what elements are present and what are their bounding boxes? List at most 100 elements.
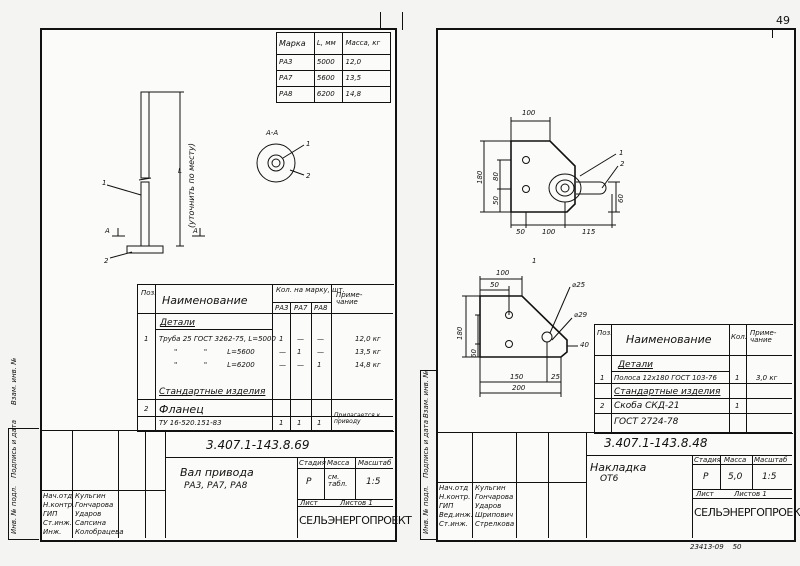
dim: 180	[456, 326, 464, 340]
signer: Гончарова	[75, 501, 114, 509]
section-mark: 1	[532, 257, 537, 265]
spec-qty: 1	[317, 419, 322, 427]
dim: ⌀25	[572, 281, 586, 289]
right-title-block	[436, 432, 792, 539]
dim: 80	[492, 172, 500, 181]
spec-name: Скоба СКД-21	[614, 401, 680, 411]
spec-note: Прилагается к приводу	[334, 412, 381, 425]
crop-mark	[402, 12, 403, 30]
right-sidebar-stamp	[420, 370, 437, 540]
spec-qty: —	[297, 361, 304, 369]
spec-header-name: Наименование	[162, 294, 248, 307]
spec-pos: 1	[600, 374, 605, 382]
spec-section-details: Детали	[160, 318, 195, 328]
spec-qty: —	[279, 361, 286, 369]
listov-label: Листов 1	[734, 490, 767, 498]
spec-note: 14,8 кг	[355, 361, 381, 369]
marks-cell: 14,8	[342, 86, 391, 103]
masshtab-label: Масштаб	[754, 456, 788, 464]
role: Вед.инж.	[439, 511, 473, 519]
signer: Кульгин	[75, 492, 106, 500]
spec-name: " " L=5600	[174, 348, 255, 356]
spec-name: Труба 25 ГОСТ 3262-75, L=5000	[159, 335, 276, 343]
spec-name: " " L=6200	[174, 361, 255, 369]
left-drawing-sheet	[40, 28, 397, 542]
dim: 50	[490, 281, 499, 289]
signer: Шрипович	[475, 511, 514, 519]
spec-header-mark: РА3	[275, 304, 289, 312]
stadia-value: Р	[703, 472, 709, 482]
masshtab-value: 1:5	[762, 472, 777, 482]
right-drawing-sheet	[436, 28, 796, 542]
callout-2: 2	[104, 257, 109, 265]
massa-value: см. табл.	[328, 473, 348, 488]
spec-qty: 1	[297, 348, 302, 356]
dim: 115	[582, 228, 596, 236]
spec-header-qty: Кол.	[731, 333, 747, 341]
signer: Кульгин	[475, 484, 506, 492]
signer: Сапсина	[75, 519, 107, 527]
spec-qty: 1	[735, 402, 740, 410]
left-doc-code: 3.407.1-143.8.69	[206, 438, 310, 452]
dim: 100	[542, 228, 556, 236]
listov-label: Листов 1	[340, 499, 373, 507]
callout-1: 1	[619, 149, 624, 157]
section-mark: А	[193, 227, 198, 235]
spec-header-name: Наименование	[626, 333, 712, 346]
right-doc-subtitle: ОТ6	[600, 474, 619, 484]
spec-qty: 1	[279, 335, 284, 343]
signer: Ударов	[75, 510, 102, 518]
role: Ст.инж.	[43, 519, 72, 527]
callout-1: 1	[102, 179, 107, 187]
spec-note: 13,5 кг	[355, 348, 381, 356]
role: Н.контр.	[439, 493, 471, 501]
spec-header-pos: Поз.	[141, 289, 157, 297]
right-doc-title: Накладка	[590, 461, 647, 474]
dim: 60	[470, 349, 478, 358]
massa-label: Масса	[327, 459, 350, 467]
spec-qty: 1	[317, 361, 322, 369]
spec-section-details: Детали	[618, 360, 653, 370]
left-doc-title: Вал привода	[180, 466, 254, 479]
dim: 60	[617, 194, 625, 203]
stadia-value: Р	[306, 477, 312, 487]
dim: ⌀29	[574, 311, 588, 319]
role: ГИП	[43, 510, 58, 518]
list-label: Лист	[300, 499, 318, 507]
role: Ст.инж.	[439, 520, 468, 528]
spec-header-pos: Поз.	[597, 329, 613, 337]
left-organization: СЕЛЬЭНЕРГОПРОЕКТ	[299, 514, 412, 527]
spec-qty: —	[317, 335, 324, 343]
spec-qty: —	[317, 348, 324, 356]
stadia-label: Стадия	[299, 459, 326, 467]
spec-note: 12,0 кг	[355, 335, 381, 343]
spec-section-std: Стандартные изделия	[614, 387, 721, 397]
spec-note: 3,0 кг	[756, 374, 778, 382]
spec-pos: 2	[600, 402, 605, 410]
section-title: А-А	[266, 129, 279, 137]
spec-qty: —	[297, 335, 304, 343]
spec-qty: 1	[297, 419, 302, 427]
right-doc-code: 3.407.1-143.8.48	[604, 436, 708, 450]
dim: 180	[476, 170, 484, 184]
dim: 50	[516, 228, 525, 236]
left-spec-table	[137, 284, 394, 432]
spec-pos: 1	[144, 335, 149, 343]
spec-pos: 2	[144, 405, 149, 413]
signer: Колобрацева	[75, 528, 124, 536]
spec-header-note: Приме- чание	[750, 329, 777, 344]
footer-code: 23413-09 50	[690, 543, 742, 551]
role: Инж.	[43, 528, 62, 536]
right-organization: СЕЛЬЭНЕРГОПРОЕКТ	[694, 506, 800, 519]
dim: 50	[492, 196, 500, 205]
spec-header-mark: РА7	[294, 304, 308, 312]
masshtab-value: 1:5	[366, 477, 381, 487]
spec-qty: 1	[735, 374, 740, 382]
dim: 25	[551, 373, 560, 381]
left-title-block	[40, 430, 393, 539]
spec-name: Полоса 12х180 ГОСТ 103-76	[614, 374, 717, 382]
list-label: Лист	[696, 490, 714, 498]
massa-label: Масса	[724, 456, 747, 464]
